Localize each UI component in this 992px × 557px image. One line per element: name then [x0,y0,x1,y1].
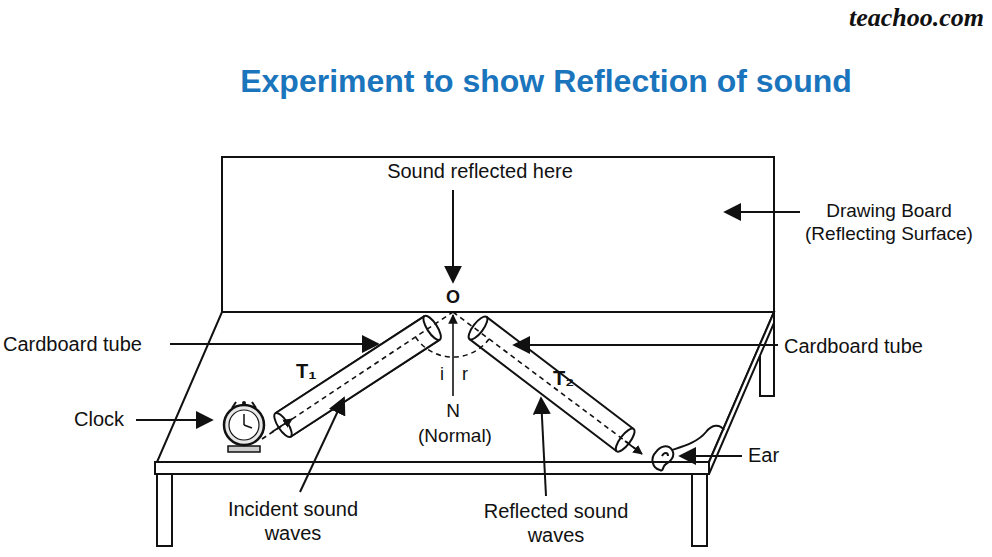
ray-arrow [272,419,292,432]
part-label: Cardboard tube [784,334,923,358]
tube-label: T₁ [296,359,317,383]
drawing-board [222,157,774,312]
leader-arrow [452,190,454,282]
part-label: Ear [748,443,779,467]
leader-arrow [514,344,778,346]
table-top [157,312,774,462]
table-leg [157,474,172,546]
diagram-title: Experiment to show Reflection of sound [240,62,852,100]
wave-label: Incident sound waves [206,497,381,545]
watermark: teachoo.com [849,2,984,33]
ray-arrow [625,441,642,454]
leader-arrow [725,211,800,213]
part-label: Clock [74,407,124,431]
clock-symbol [224,401,264,452]
leader-arrow [300,398,344,492]
table-leg [692,474,707,546]
angle-arc [416,337,490,357]
point-label: O [446,287,460,309]
part-label: Cardboard tube [3,332,142,356]
normal-label: N [446,400,460,423]
incident-ray [262,312,453,439]
ear-symbol [653,426,724,471]
cardboard-tube [271,313,444,439]
part-label: Drawing Board (Reflecting Surface) [789,200,989,246]
part-label: Sound reflected here [387,159,573,183]
table-edge [155,462,709,474]
wave-label: Reflected sound waves [469,499,644,547]
normal-line [452,315,454,396]
leader-arrow [136,419,212,421]
tube-label: T₂ [553,366,574,390]
angle-label: r [462,364,468,386]
normal-label: (Normal) [418,425,492,448]
leader-arrow [170,343,378,345]
leader-arrow [680,455,742,457]
angle-label: i [440,364,444,386]
leader-arrow [541,398,546,496]
